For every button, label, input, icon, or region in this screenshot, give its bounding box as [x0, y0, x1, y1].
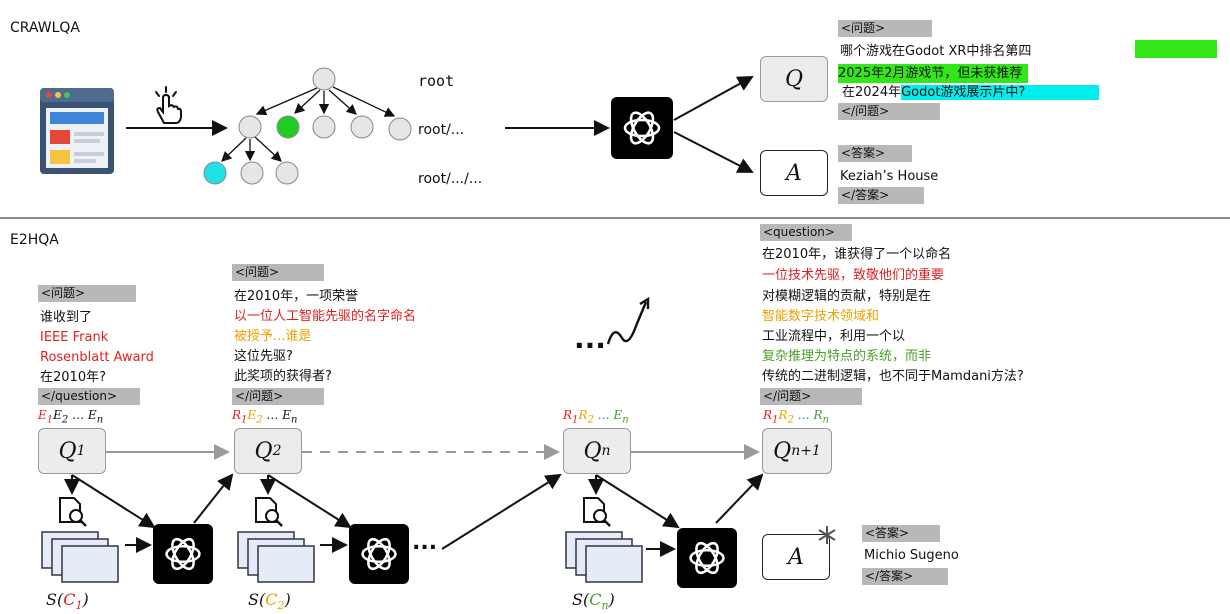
click-hand-icon [155, 86, 182, 124]
answer-text: Michio Sugeno [864, 548, 959, 563]
q1-entity-label: E1E2 … En [38, 408, 104, 426]
openai-logo-icon [153, 524, 213, 584]
tree-label-level2: root/.../... [418, 171, 483, 187]
answer-open-tag: <答案> [862, 525, 940, 542]
chain-ellipsis: ... [412, 530, 438, 555]
trend-ellipsis: ... [574, 322, 606, 355]
crawl-answer-close-tag: </答案> [838, 187, 924, 204]
q3-open-tag: <question> [760, 224, 852, 241]
q1-line4: 在2010年? [40, 370, 106, 385]
document-stack-icon [565, 531, 643, 583]
q3-line3: 对模糊逻辑的贡献，特别是在 [762, 289, 932, 304]
q3-line6: 复杂推理为特点的系统，而非 [762, 349, 932, 364]
q3-close-tag: </问题> [760, 388, 862, 405]
crawl-answer-open-tag: <答案> [838, 145, 912, 162]
q1-line2: IEEE Frank [40, 330, 109, 345]
search-document-icon [583, 497, 611, 527]
section-divider [0, 217, 1230, 219]
tree-label-root: root [418, 72, 455, 90]
q2-entity-label: R1E2 … En [232, 408, 298, 426]
q2-line4: 这位先驱? [234, 349, 293, 364]
q2-line5: 此奖项的获得者? [234, 369, 332, 384]
q3-line2: 一位技术先驱，致敬他们的重要 [762, 268, 945, 283]
q3-line1: 在2010年，谁获得了一个以命名 [762, 247, 952, 262]
e2hqa-title: E2HQA [10, 232, 59, 248]
search-document-icon [59, 497, 87, 527]
e2h-flow-arrows [64, 444, 764, 557]
crawl-question-line3: 在2024年Godot游戏展示片中? [842, 83, 1100, 102]
openai-logo-icon [349, 524, 409, 584]
crawl-question-close-tag: </问题> [838, 103, 940, 120]
q2-open-tag: <问题> [232, 264, 324, 281]
crawl-question-line3a: 在2024年 [842, 85, 902, 100]
answer-close-tag: </答案> [862, 568, 948, 585]
frozen-answer-box: A [762, 534, 830, 580]
openai-logo-icon [611, 97, 673, 159]
document-stack-icon [237, 531, 315, 583]
green-highlight-swatch [1135, 40, 1217, 58]
openai-logo-icon [677, 528, 737, 588]
crawl-question-box: Q [760, 56, 828, 102]
browser-window-icon [40, 88, 114, 174]
crawl-answer-text: Keziah’s House [840, 169, 939, 184]
qn1-entity-label: R1R2 … Rn [763, 408, 829, 426]
q2-close-tag: </问题> [232, 388, 324, 405]
trend-up-icon [606, 296, 650, 345]
q2-line3: 被授予...谁是 [234, 329, 312, 344]
crawl-question-line2: 2025年2月游戏节，但未获推荐 [838, 64, 1029, 83]
q1-open-tag: <问题> [38, 285, 136, 302]
crawlqa-title: CRAWLQA [10, 20, 80, 36]
crawl-question-open-tag: <问题> [838, 20, 932, 37]
q1-close-tag: </question> [38, 388, 140, 405]
q3-line4: 智能数字技术领域和 [762, 309, 880, 324]
document-stack-icon [41, 531, 119, 583]
qn-entity-label: R1R2 … En [563, 408, 629, 426]
q3-line7: 传统的二进制逻辑，也不同于Mamdani方法? [762, 369, 1024, 384]
snowflake-icon [818, 526, 836, 544]
crawl-question-line3b: Godot游戏展示片中? [901, 85, 1100, 100]
crawl-question-line1: 哪个游戏在Godot XR中排名第四 [840, 44, 1032, 59]
search-document-icon [255, 497, 283, 527]
q1-line1: 谁收到了 [40, 310, 93, 325]
q1-line3: Rosenblatt Award [40, 350, 154, 365]
q2-line2: 以一位人工智能先驱的名字命名 [234, 309, 417, 324]
crawl-tree-diagram [126, 67, 754, 185]
tree-label-level1: root/... [418, 122, 465, 138]
s-c1-label: S(C1) [46, 590, 89, 613]
q2-line1: 在2010年，一项荣誉 [234, 289, 359, 304]
s-cn-label: S(Cn) [572, 590, 615, 613]
s-c2-label: S(C2) [248, 590, 291, 613]
q3-line5: 工业流程中，利用一个以 [762, 329, 906, 344]
crawl-answer-box: A [760, 150, 828, 196]
